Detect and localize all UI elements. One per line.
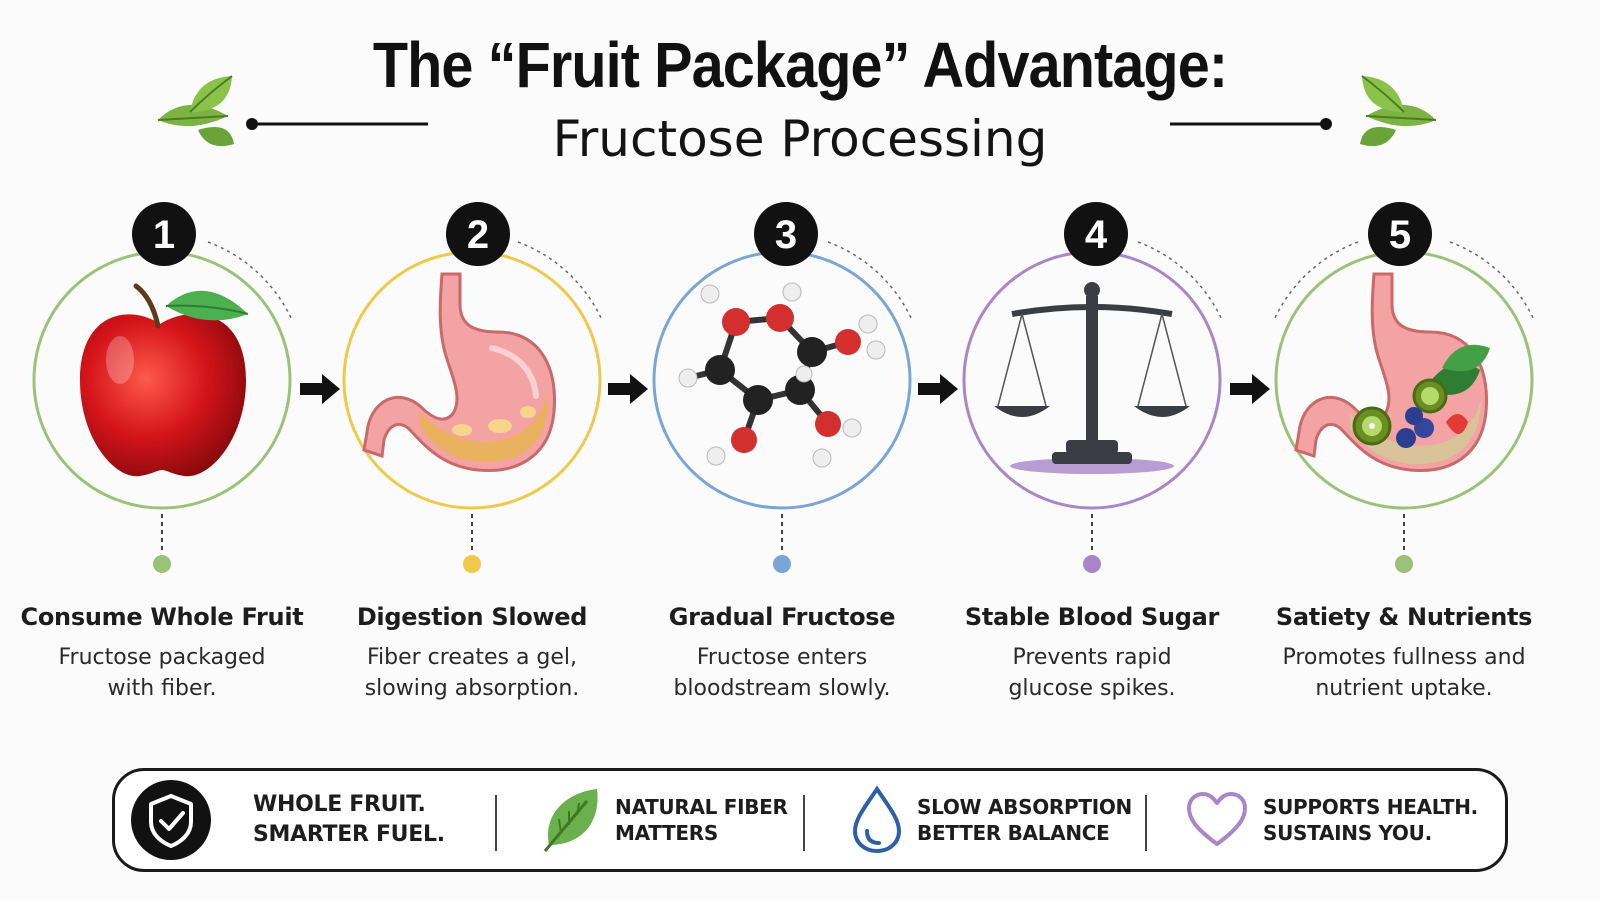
footer-item-natural-fiber: NATURAL FIBER MATTERS xyxy=(539,771,788,869)
step-number: 1 xyxy=(153,213,175,257)
step-description: Prevents rapid glucose spikes. xyxy=(1008,645,1176,701)
step-number-badge xyxy=(1368,202,1432,266)
step-1: 1 Consume Whole Fruit Fructose packaged … xyxy=(12,200,312,720)
footer-item-supports-health: SUPPORTS HEALTH. SUSTAINS YOU. xyxy=(1185,771,1478,869)
right-leaves-icon xyxy=(1170,75,1437,147)
arrow-right-icon xyxy=(1230,374,1270,404)
footer-item-text: NATURAL FIBER MATTERS xyxy=(615,795,788,845)
stomach-fruits-icon xyxy=(1294,272,1490,472)
balance-scale-icon xyxy=(994,282,1190,474)
left-leaves-icon xyxy=(157,75,428,147)
step-number-badge xyxy=(446,202,510,266)
footer-item-whole-fruit: WHOLE FRUIT. SMARTER FUEL. xyxy=(129,771,445,869)
arrow-right-icon xyxy=(608,374,648,404)
shield-check-icon xyxy=(131,780,211,860)
step-label: Consume Whole Fruit xyxy=(20,603,304,631)
step-label: Digestion Slowed xyxy=(356,603,588,631)
step-2: 2 Digestion Slowed Fiber creates a gel, … xyxy=(322,200,622,720)
arrow-right-icon xyxy=(300,374,340,404)
step-number-badge xyxy=(754,202,818,266)
fructose-molecule-icon xyxy=(678,282,886,468)
leaf-icon xyxy=(543,789,598,852)
step-label: Stable Blood Sugar xyxy=(964,603,1220,631)
step-label: Satiety & Nutrients xyxy=(1275,603,1533,631)
stomach-gel-icon xyxy=(362,272,556,472)
step-number: 4 xyxy=(1085,213,1108,257)
step-3: 3 xyxy=(632,200,932,720)
step-description: Fiber creates a gel, slowing absorption. xyxy=(364,645,580,701)
apple-icon xyxy=(80,283,249,477)
footer-divider xyxy=(1145,795,1147,851)
step-label: Gradual Fructose xyxy=(668,603,896,631)
footer-item-slow-absorption: SLOW ABSORPTION BETTER BALANCE xyxy=(849,771,1132,869)
step-description: Fructose enters bloodstream slowly. xyxy=(673,645,891,701)
step-number: 5 xyxy=(1389,213,1411,257)
step-5: 5 Satiety & Nutrients Promotes fullness … xyxy=(1254,200,1554,720)
footer-item-text: WHOLE FRUIT. SMARTER FUEL. xyxy=(253,792,445,847)
page-title: The “Fruit Package” Advantage: xyxy=(372,29,1228,101)
water-drop-icon xyxy=(852,785,902,854)
step-number: 3 xyxy=(775,213,797,257)
heart-icon xyxy=(1187,792,1247,846)
arrow-right-icon xyxy=(918,374,958,404)
footer-item-text: SUPPORTS HEALTH. SUSTAINS YOU. xyxy=(1263,795,1478,845)
step-number-badge xyxy=(1064,202,1128,266)
step-4: 4 Stable Blood Sugar Prevents rapid gluc… xyxy=(942,200,1242,720)
footer-divider xyxy=(495,795,497,851)
footer-item-text: SLOW ABSORPTION BETTER BALANCE xyxy=(917,795,1132,845)
page-subtitle: Fructose Processing xyxy=(552,110,1048,168)
footer-divider xyxy=(803,795,805,851)
step-description: Fructose packaged with fiber. xyxy=(58,645,266,701)
footer-banner: WHOLE FRUIT. SMARTER FUEL. NATURAL FIBER… xyxy=(112,768,1508,872)
step-number-badge xyxy=(132,202,196,266)
step-number: 2 xyxy=(467,213,489,257)
step-description: Promotes fullness and nutrient uptake. xyxy=(1282,645,1526,701)
